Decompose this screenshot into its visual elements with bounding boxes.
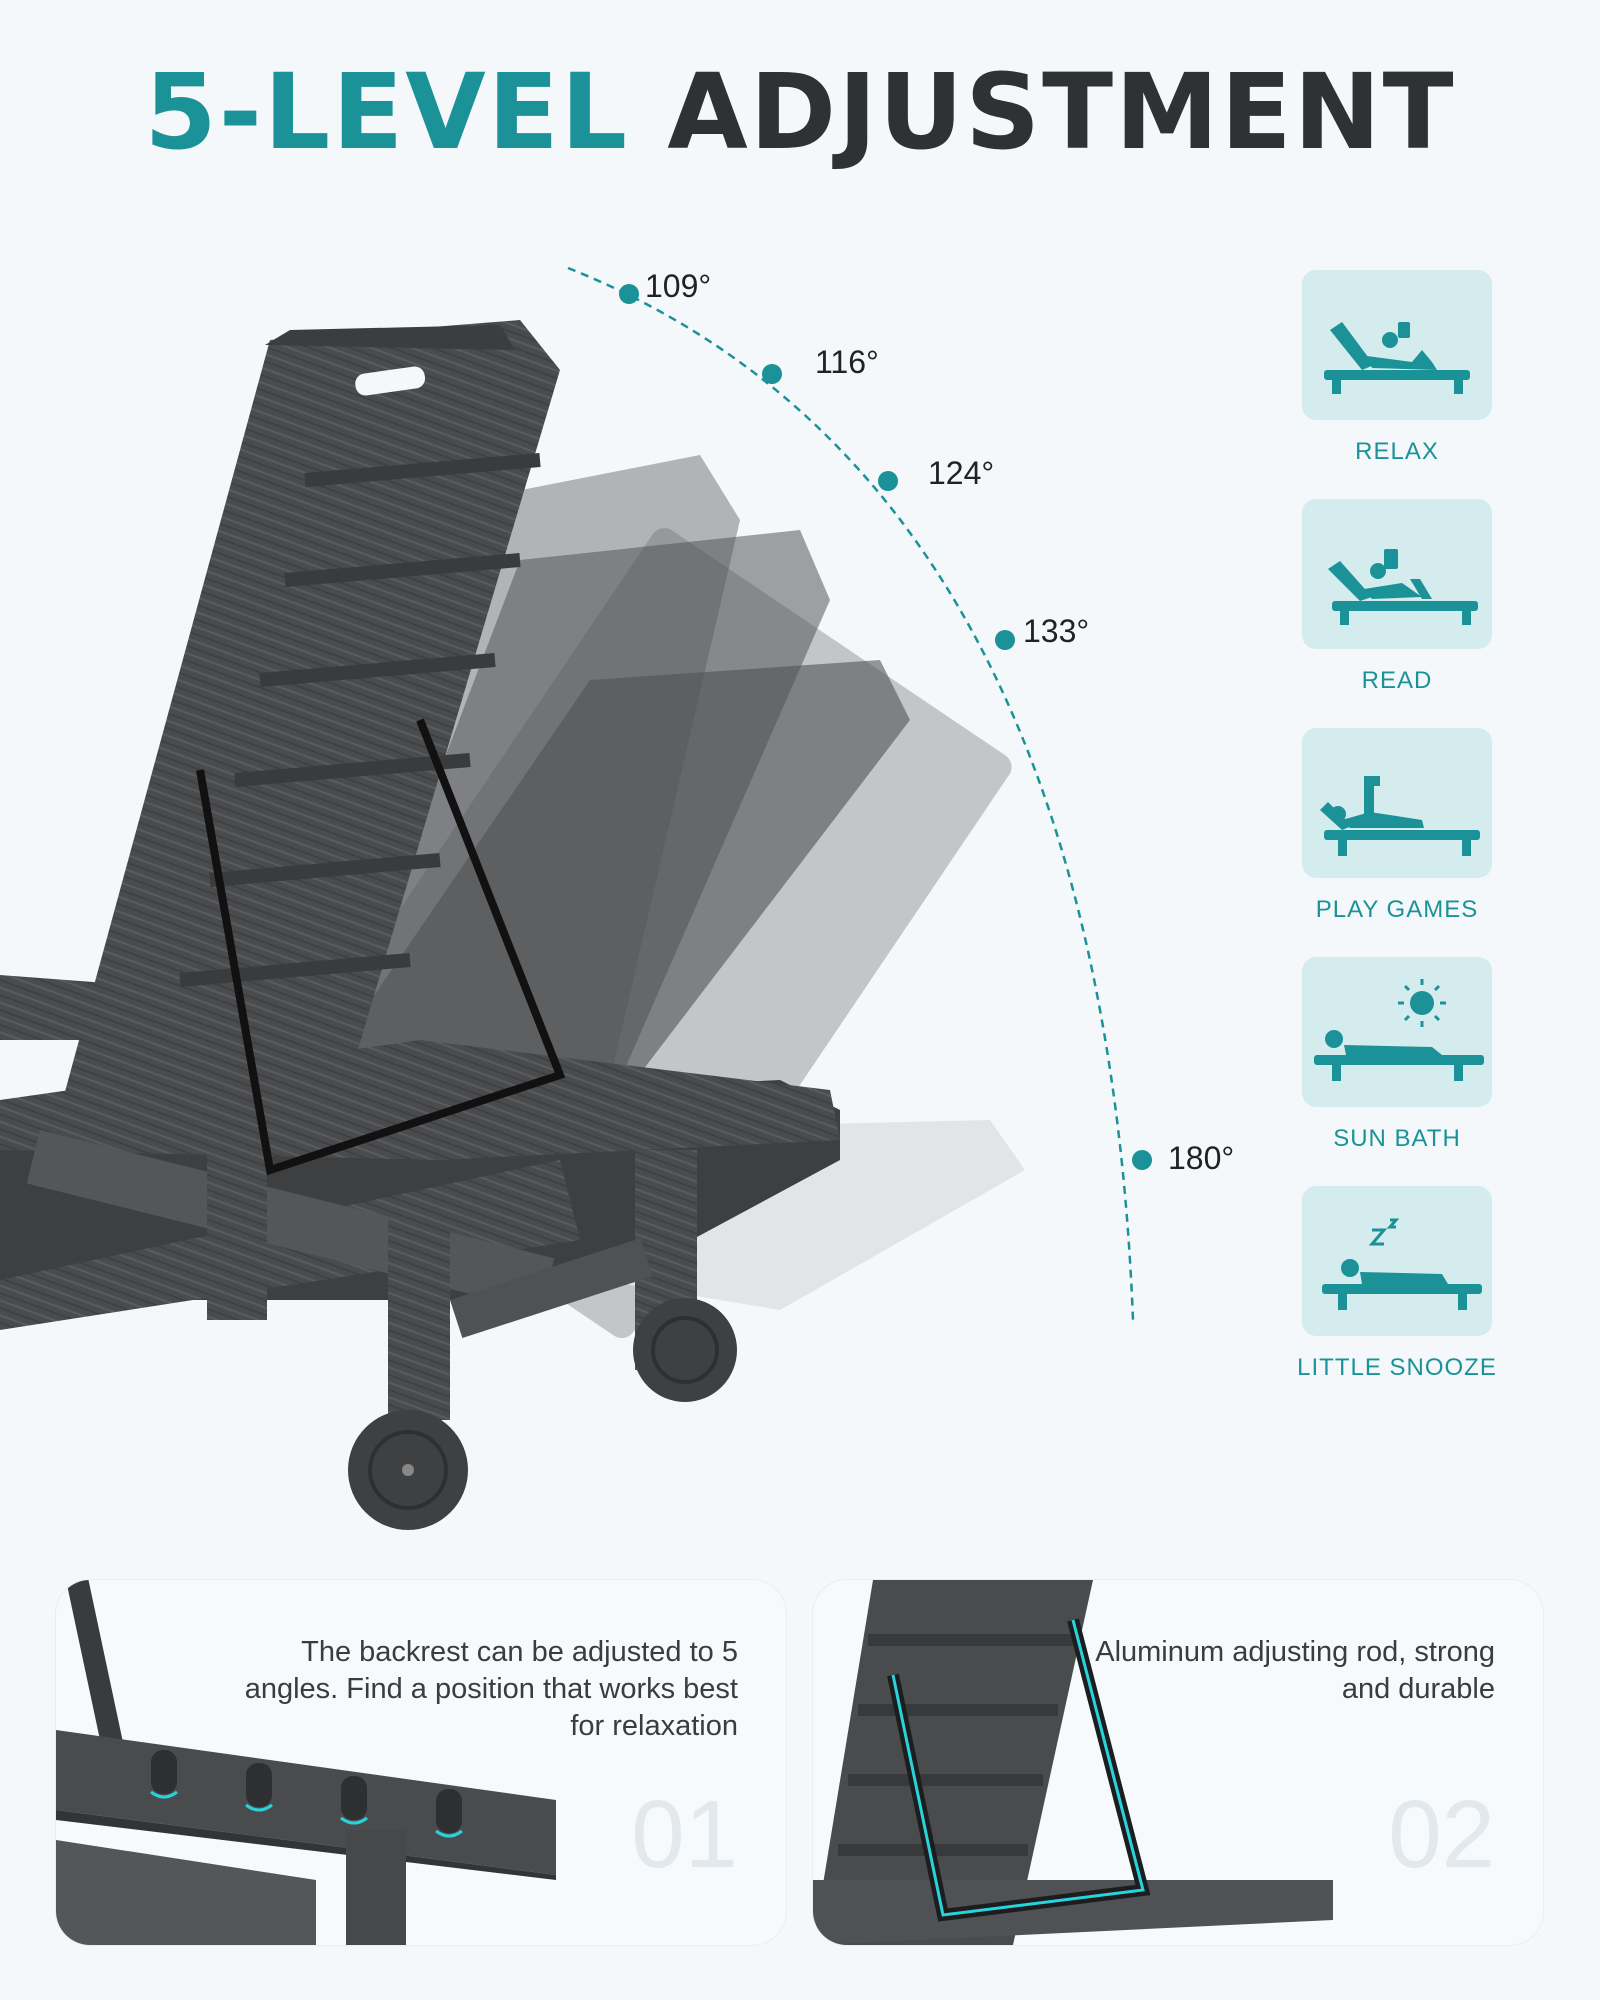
feature-text-01: The backrest can be adjusted to 5 angles… xyxy=(244,1636,738,1742)
mode-little-snooze: LITTLE SNOOZE xyxy=(1297,1186,1496,1382)
mode-label-play-games: PLAY GAMES xyxy=(1315,896,1479,923)
angle-label-133: 133° xyxy=(1023,613,1090,649)
angle-marker-124 xyxy=(878,471,898,491)
mode-label-read: READ xyxy=(1361,667,1433,694)
angle-label-116: 116° xyxy=(815,344,879,380)
sun-bath-icon xyxy=(1314,979,1484,1081)
mode-tile-little-snooze xyxy=(1302,1186,1492,1336)
angle-markers xyxy=(619,284,1152,1170)
mode-label-little-snooze: LITTLE SNOOZE xyxy=(1297,1354,1497,1381)
angle-arc xyxy=(567,266,1135,1321)
mode-play-games: PLAY GAMES xyxy=(1302,728,1492,924)
feature-text-02: Aluminum adjusting rod, strong and durab… xyxy=(1095,1636,1495,1705)
feature-number-01: 01 xyxy=(631,1781,738,1888)
angle-marker-109 xyxy=(619,284,639,304)
mode-tile-read xyxy=(1302,499,1492,649)
adjusting-rod-illustration xyxy=(813,1580,1333,1945)
relax-icon xyxy=(1324,322,1470,394)
title-rest: ADJUSTMENT xyxy=(667,51,1456,173)
play-games-icon xyxy=(1320,776,1480,856)
page-title: 5-LEVEL ADJUSTMENT xyxy=(0,60,1600,164)
mode-read: READ xyxy=(1302,499,1492,695)
mode-tile-play-games xyxy=(1302,728,1492,878)
mode-tile-sun-bath xyxy=(1302,957,1492,1107)
feature-number-02: 02 xyxy=(1388,1781,1495,1888)
support-rod xyxy=(196,718,566,1176)
mode-tile-relax xyxy=(1302,270,1492,420)
hook-slot-illustration xyxy=(56,1580,556,1945)
mode-label-relax: RELAX xyxy=(1355,438,1439,465)
feature-card-01: The backrest can be adjusted to 5 angles… xyxy=(56,1580,786,1945)
mode-label-sun-bath: SUN BATH xyxy=(1333,1125,1461,1152)
ghost-backrest-4 xyxy=(330,660,910,1100)
mode-relax: RELAX xyxy=(1302,270,1492,466)
little-snooze-icon xyxy=(1322,1218,1482,1310)
main-backrest xyxy=(60,320,560,1110)
mode-sun-bath: SUN BATH xyxy=(1302,957,1492,1153)
angle-marker-116 xyxy=(762,364,782,384)
feature-card-02: Aluminum adjusting rod, strong and durab… xyxy=(813,1580,1543,1945)
chair-illustration xyxy=(0,266,1152,1530)
angle-label-124: 124° xyxy=(928,455,995,491)
read-icon xyxy=(1328,549,1478,625)
angle-label-109: 109° xyxy=(645,268,712,304)
angle-marker-133 xyxy=(995,630,1015,650)
angle-marker-180 xyxy=(1132,1150,1152,1170)
title-accent: 5-LEVEL xyxy=(144,51,630,173)
angle-label-180: 180° xyxy=(1168,1140,1235,1176)
